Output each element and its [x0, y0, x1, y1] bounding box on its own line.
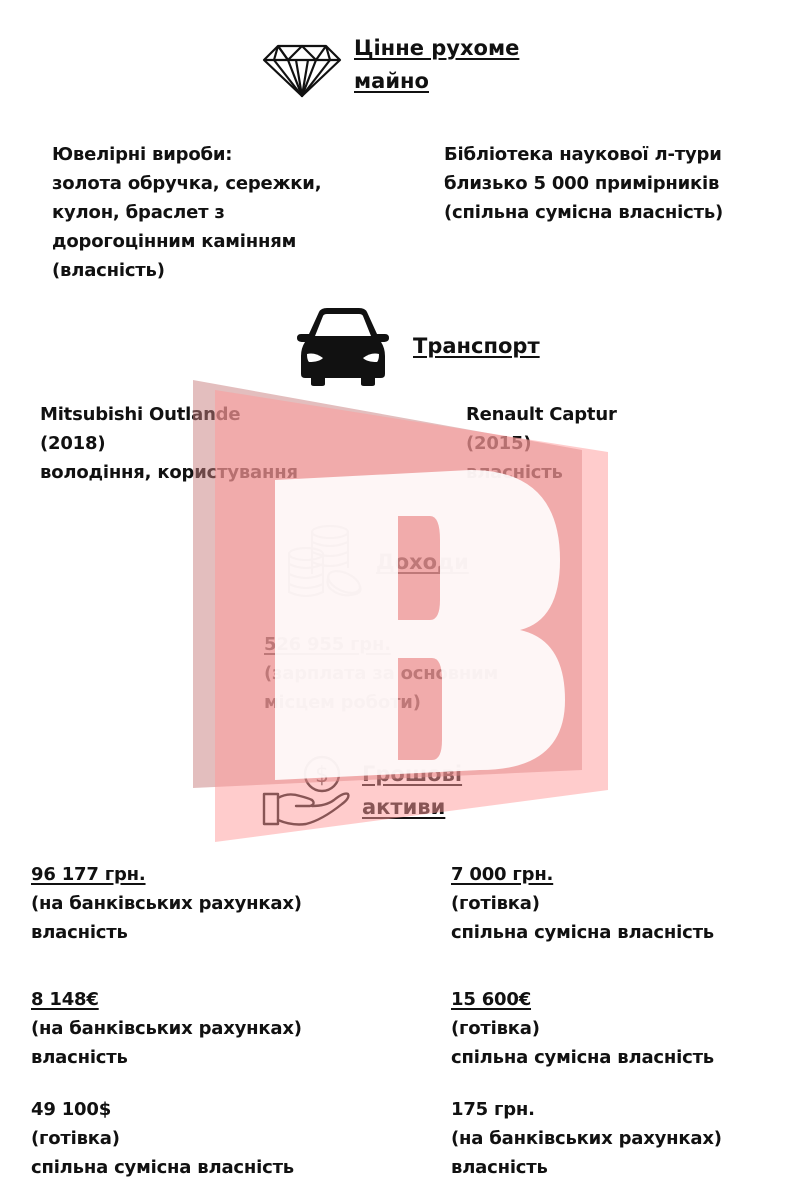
money-amount: 49 100$: [31, 1099, 112, 1120]
money-item: 15 600€ (готівка) спільна сумісна власні…: [451, 985, 714, 1072]
vehicle-item: Mitsubishi Outlande (2018) володіння, ко…: [40, 404, 298, 483]
car-icon: [297, 308, 389, 386]
valuables-title: Цінне рухоме майно: [354, 36, 520, 93]
library-item: Бібліотека наукової л-тури близько 5 000…: [444, 144, 724, 223]
money-amount: 7 000 грн.: [451, 864, 554, 885]
vehicle-item: Renault Captur (2015) власність: [466, 404, 617, 483]
money-item: 175 грн. (на банківських рахунках) власн…: [451, 1095, 722, 1182]
money-amount: 96 177 грн.: [31, 864, 146, 885]
money-item: 7 000 грн. (готівка) спільна сумісна вла…: [451, 860, 714, 947]
money-amount: 15 600€: [451, 989, 532, 1010]
money-item: 49 100$ (готівка) спільна сумісна власні…: [31, 1095, 294, 1182]
income-item: 526 955 грн. (зарплата за основним місце…: [264, 630, 498, 717]
transport-title: Транспорт: [413, 334, 540, 358]
watermark-letter-b: [275, 470, 565, 780]
income-title: Доходи: [376, 550, 469, 574]
money-item: 96 177 грн. (на банківських рахунках) вл…: [31, 860, 302, 947]
money-title: Грошові активи: [362, 762, 463, 819]
money-hand-icon: $: [262, 755, 350, 826]
money-item: 8 148€ (на банківських рахунках) власніс…: [31, 985, 302, 1072]
coins-icon: [287, 524, 362, 598]
income-amount: 526 955 грн.: [264, 634, 391, 655]
svg-text:$: $: [315, 763, 329, 788]
money-amount: 175 грн.: [451, 1099, 535, 1120]
diamond-icon: [262, 44, 342, 98]
jewelry-item: Ювелірні вироби: золота обручка, сережки…: [52, 144, 322, 281]
money-amount: 8 148€: [31, 989, 99, 1010]
